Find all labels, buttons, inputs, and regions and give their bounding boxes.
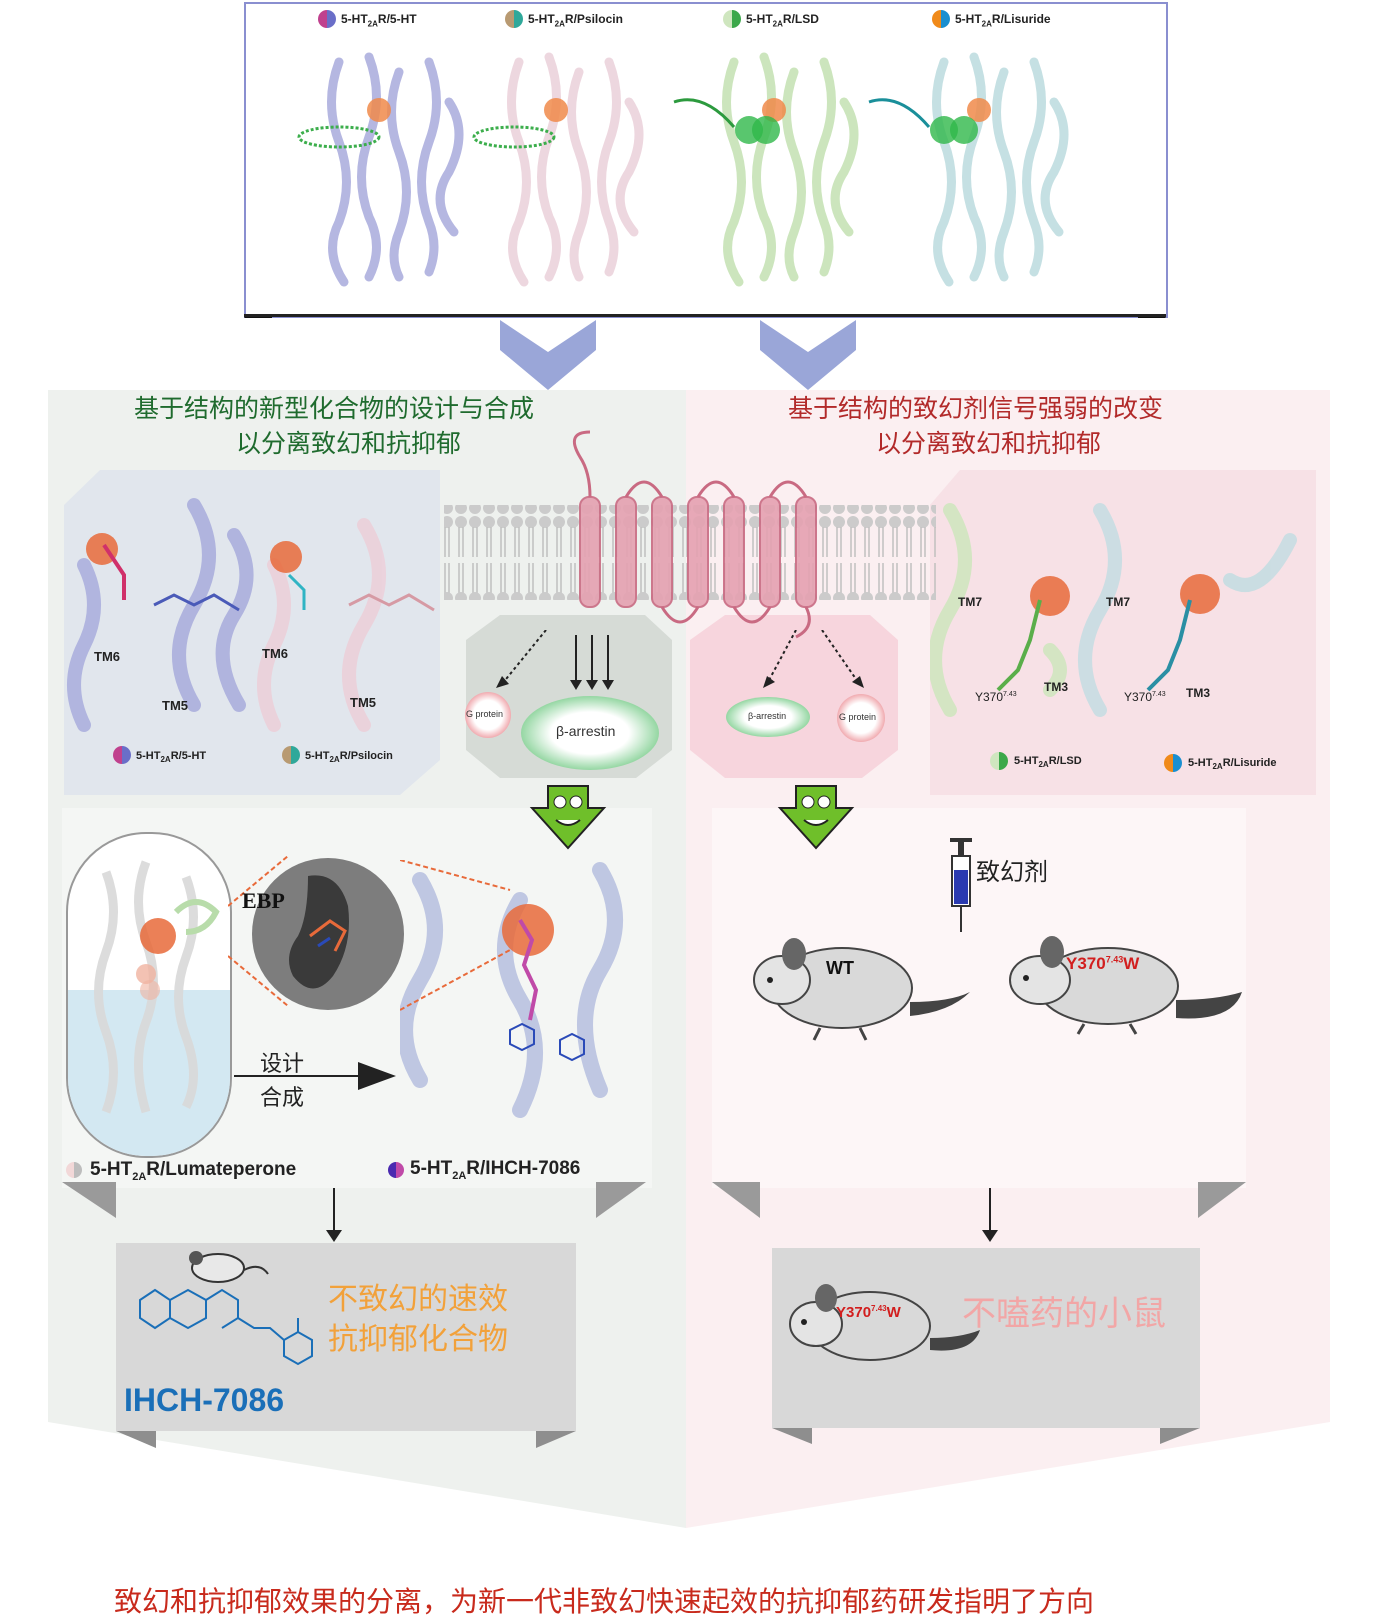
result-mouse-illustration — [789, 1284, 980, 1361]
tm6-label-b: TM6 — [262, 646, 288, 661]
legend-dot-left-psilocin — [282, 746, 300, 764]
membrane-receptor — [444, 430, 936, 639]
compound-name: IHCH-7086 — [124, 1382, 285, 1418]
design-arrow — [234, 1062, 396, 1090]
legend-right-lsd: 5-HT2AR/LSD — [1014, 755, 1082, 770]
legend-ihch: 5-HT2AR/IHCH-7086 — [410, 1158, 581, 1182]
legend-dot-right-lsd — [990, 752, 1008, 770]
tm5-label-a: TM5 — [162, 698, 188, 713]
tm6-label-a: TM6 — [94, 649, 120, 664]
tm7-label-a: TM7 — [958, 595, 982, 609]
right-result-text: 不嗑药的小鼠 — [962, 1294, 1166, 1334]
b-arrestin-right-ellipse — [726, 697, 810, 737]
legend-lisuride: 5-HT2AR/Lisuride — [955, 12, 1051, 29]
mascot-arrow-left — [529, 785, 607, 850]
wt-mouse-illustration — [753, 938, 970, 1041]
ebp-zoom-art — [228, 856, 404, 1010]
left-heading-line1: 基于结构的新型化合物的设计与合成 — [134, 394, 535, 423]
tm5-label-b: TM5 — [350, 695, 376, 710]
left-heading-line2: 以分离致幻和抗抑郁 — [236, 429, 462, 458]
legend-dot-5ht — [318, 10, 336, 28]
signaling-arrows — [496, 630, 864, 690]
top-structures-art — [244, 52, 1166, 318]
y370-label-b: Y3707.43 — [1124, 690, 1166, 704]
mascot-arrow-right — [777, 785, 855, 850]
g-protein-left-label: G protein — [466, 709, 504, 719]
capsule-receptor-art — [94, 860, 220, 1114]
receptor-lsd-cartoon — [722, 52, 859, 287]
g-protein-right-ellipse — [837, 694, 885, 742]
legend-5ht: 5-HT2AR/5-HT — [341, 12, 417, 29]
design-label-2: 合成 — [260, 1086, 305, 1111]
right-binding-pocket-art — [930, 503, 1297, 717]
compound-structure-art — [139, 1288, 313, 1366]
legend-dot-left-5ht — [113, 746, 131, 764]
tm3-label-b: TM3 — [1186, 686, 1210, 700]
tm7-label-b: TM7 — [1106, 595, 1130, 609]
mouse-icon-small — [189, 1251, 269, 1283]
b-arrestin-right-label: β-arrestin — [748, 711, 787, 721]
g-protein-left-ellipse — [465, 692, 511, 738]
legend-lumateperone: 5-HT2AR/Lumateperone — [90, 1159, 297, 1183]
legend-dot-lsd — [723, 10, 741, 28]
mutant-mouse-illustration — [1009, 936, 1242, 1035]
receptor-psilocin-cartoon — [507, 52, 644, 287]
g-protein-right-label: G protein — [839, 712, 877, 722]
legend-dot-right-lisuride — [1164, 754, 1182, 772]
tm3-label-a: TM3 — [1044, 680, 1068, 694]
receptor-5ht-cartoon — [327, 52, 464, 287]
legend-psilocin: 5-HT2AR/Psilocin — [528, 12, 623, 29]
right-heading-line2: 以分离致幻和抗抑郁 — [876, 429, 1102, 458]
b-arrestin-left-ellipse — [521, 696, 659, 770]
legend-lsd: 5-HT2AR/LSD — [746, 12, 819, 29]
receptor-lisuride-cartoon — [932, 52, 1069, 287]
legend-right-lisuride: 5-HT2AR/Lisuride — [1188, 757, 1277, 772]
left-binding-pocket-art — [67, 498, 435, 732]
legend-left-psilocin: 5-HT2AR/Psilocin — [305, 750, 393, 765]
legend-dot-psilocin — [505, 10, 523, 28]
wt-label: WT — [826, 958, 854, 978]
ihch-binding-art — [400, 860, 623, 1118]
ebp-label: EBP — [242, 888, 285, 913]
mutant-label: Y3707.43W — [1066, 954, 1140, 973]
syringe-icon — [950, 838, 972, 932]
hallucinogen-label: 致幻剂 — [976, 858, 1048, 886]
legend-dot-lisuride — [932, 10, 950, 28]
conclusion-text: 致幻和抗抑郁效果的分离，为新一代非致幻快速起效的抗抑郁药研发指明了方向 — [114, 1585, 1095, 1618]
result-mouse-label: Y3707.43W — [836, 1304, 901, 1321]
legend-dot-lumateperone — [66, 1162, 82, 1178]
legend-dot-ihch — [388, 1162, 404, 1178]
b-arrestin-left-label: β-arrestin — [556, 723, 616, 739]
left-result-line1: 不致幻的速效 — [328, 1282, 508, 1317]
design-label-1: 设计 — [260, 1052, 305, 1077]
left-result-line2: 抗抑郁化合物 — [328, 1322, 508, 1357]
right-heading-line1: 基于结构的致幻剂信号强弱的改变 — [788, 394, 1164, 423]
y370-label-a: Y3707.43 — [975, 690, 1017, 704]
legend-left-5ht: 5-HT2AR/5-HT — [136, 750, 207, 765]
